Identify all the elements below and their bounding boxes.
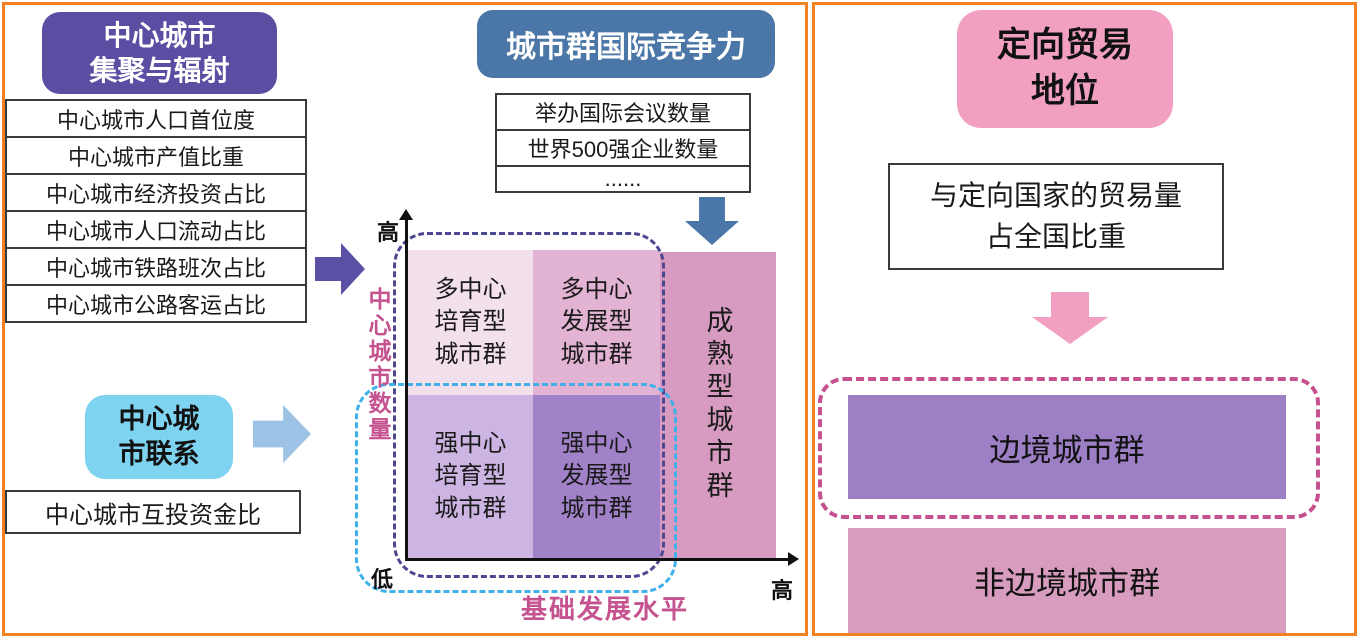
directed-trade-header: 定向贸易 地位 xyxy=(957,10,1173,128)
dashed-outline-border-group xyxy=(818,377,1320,519)
list-item: 中心城市产值比重 xyxy=(5,136,307,175)
quadrant-multi-center-cultivating: 多中心 培育型 城市群 xyxy=(408,250,533,395)
arrow-right-icon xyxy=(315,243,365,295)
linkage-indicator: 中心城市互投资金比 xyxy=(5,490,301,534)
x-axis-title: 基础发展水平 xyxy=(521,594,690,624)
arrow-down-icon xyxy=(1032,292,1108,344)
arrow-right-icon xyxy=(253,405,311,463)
agglomeration-indicator-list: 中心城市人口首位度 中心城市产值比重 中心城市经济投资占比 中心城市人口流动占比… xyxy=(5,99,307,323)
competitiveness-indicator-list: 举办国际会议数量 世界500强企业数量 ...... xyxy=(495,93,751,193)
y-axis-high-label: 高 xyxy=(377,220,400,245)
y-axis-title: 中心城市数量 xyxy=(365,287,391,443)
x-axis-high-label: 高 xyxy=(771,578,794,603)
non-border-city-cluster-box: 非边境城市群 xyxy=(848,528,1286,633)
border-city-cluster-box: 边境城市群 xyxy=(848,395,1286,499)
y-axis xyxy=(405,220,408,561)
list-item: 举办国际会议数量 xyxy=(495,93,751,131)
x-axis xyxy=(405,558,790,561)
directed-trade-panel: 定向贸易 地位 与定向国家的贸易量 占全国比重 边境城市群 非边境城市群 xyxy=(812,2,1357,636)
agglomeration-header: 中心城市 集聚与辐射 xyxy=(42,12,277,94)
competitiveness-header: 城市群国际竞争力 xyxy=(477,10,775,78)
mature-city-cluster-column: 成熟型城市群 xyxy=(660,252,776,558)
list-item: ...... xyxy=(495,165,751,193)
linkage-header: 中心城 市联系 xyxy=(85,395,233,479)
y-axis-arrow-icon xyxy=(399,209,413,220)
quadrant-multi-center-developing: 多中心 发展型 城市群 xyxy=(533,250,660,395)
directed-trade-indicator: 与定向国家的贸易量 占全国比重 xyxy=(888,163,1224,270)
list-item: 中心城市人口首位度 xyxy=(5,99,307,138)
list-item: 中心城市铁路班次占比 xyxy=(5,247,307,286)
central-city-panel: 中心城市 集聚与辐射 中心城市人口首位度 中心城市产值比重 中心城市经济投资占比… xyxy=(2,2,808,636)
list-item: 世界500强企业数量 xyxy=(495,129,751,167)
x-axis-arrow-icon xyxy=(788,552,799,566)
list-item: 中心城市公路客运占比 xyxy=(5,284,307,323)
list-item: 中心城市经济投资占比 xyxy=(5,173,307,212)
arrow-down-icon xyxy=(685,197,739,245)
dashed-outline-bottom-quadrants xyxy=(355,383,677,593)
y-axis-low-label: 低 xyxy=(371,567,394,592)
quadrant-strong-center-developing: 强中心 发展型 城市群 xyxy=(533,395,660,558)
quadrant-strong-center-cultivating: 强中心 培育型 城市群 xyxy=(408,395,533,558)
list-item: 中心城市人口流动占比 xyxy=(5,210,307,249)
